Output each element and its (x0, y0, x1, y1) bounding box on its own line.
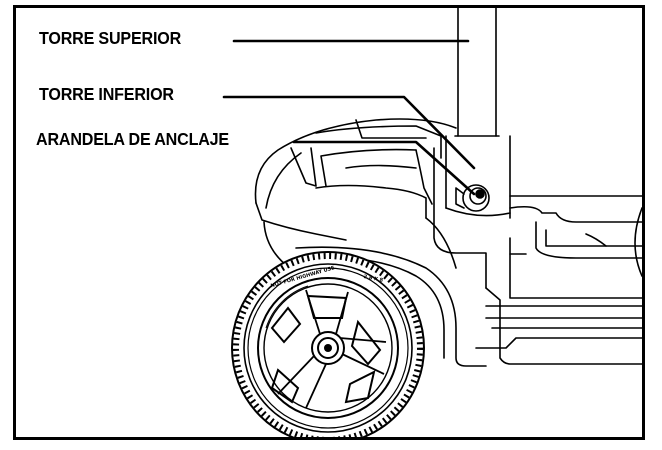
lower-tower (433, 135, 511, 289)
upper-tower-post (454, 8, 500, 137)
leader-anchor-washer (292, 140, 476, 196)
floorboard (475, 195, 642, 365)
front-wheel: NOT FOR HIGHWAY USE 2.8 X 8 (231, 251, 425, 437)
label-upper-tower: TORRE SUPERIOR (39, 28, 182, 48)
leader-lines (222, 39, 476, 196)
leader-lower-tower (222, 95, 476, 170)
label-lower-tower: TORRE INFERIOR (39, 84, 174, 104)
scooter-illustration: NOT FOR HIGHWAY USE 2.8 X 8 (222, 8, 642, 437)
front-shroud (254, 118, 457, 279)
tire-text-right: 2.8 X 8 (363, 274, 384, 284)
label-anchor-washer: ARANDELA DE ANCLAJE (36, 129, 229, 149)
wheel-spokes (277, 289, 387, 409)
anchor-washer-knob (455, 184, 490, 212)
diagram-frame: NOT FOR HIGHWAY USE 2.8 X 8 TORRE SUPERI… (13, 5, 645, 440)
